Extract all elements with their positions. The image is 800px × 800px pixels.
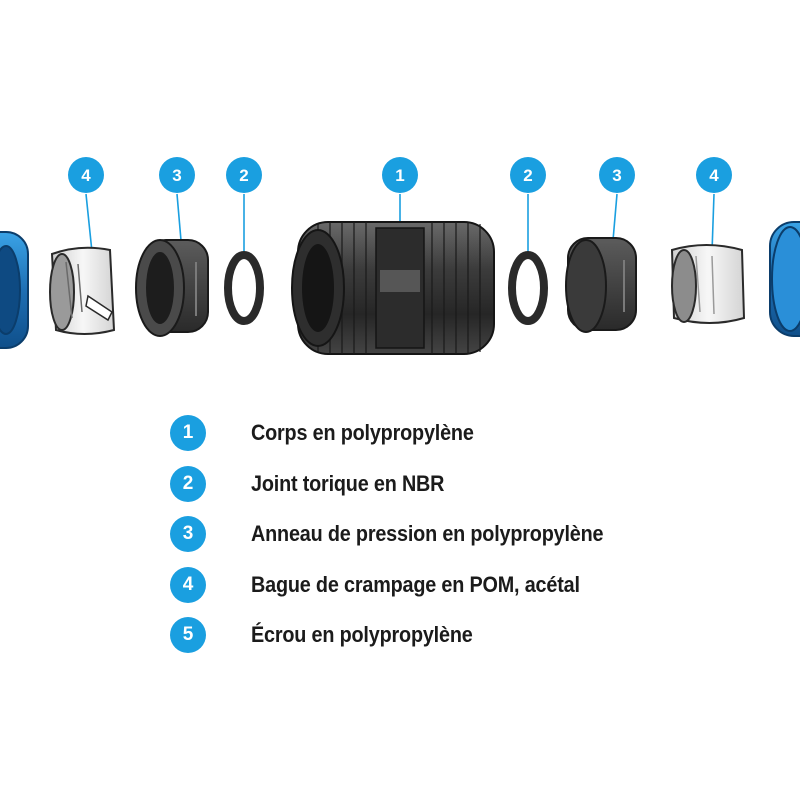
legend-badge: 5	[170, 617, 206, 654]
legend-item: 3 Anneau de pression en polypropylène	[170, 509, 643, 560]
legend-badge: 1	[170, 415, 206, 452]
legend-item: 2 Joint torique en NBR	[170, 459, 643, 510]
body	[291, 221, 495, 355]
callout-badge: 2	[226, 157, 262, 193]
callout-number: 1	[395, 166, 404, 185]
callout-number: 4	[81, 166, 91, 185]
callout-number: 2	[239, 166, 248, 185]
legend-badge: 2	[170, 465, 206, 502]
clamp-ring-right	[670, 244, 746, 324]
legend-number: 1	[182, 422, 194, 444]
nut-right	[769, 221, 800, 337]
callout-badge: 4	[68, 157, 104, 193]
callout-badge: 3	[599, 157, 635, 193]
nut-left	[0, 231, 29, 349]
legend-item: 4 Bague de crampage en POM, acétal	[170, 560, 643, 611]
callout-number: 4	[709, 166, 719, 185]
legend-number: 2	[182, 472, 194, 494]
legend-label: Joint torique en NBR	[251, 470, 445, 496]
callout-number: 3	[172, 166, 181, 185]
callout-badge: 3	[159, 157, 195, 193]
callout-number: 2	[523, 166, 532, 185]
legend-label: Écrou en polypropylène	[251, 622, 473, 648]
o-ring-left	[224, 251, 264, 325]
callout-badges: 4 3 2 1 2 3 4	[68, 157, 732, 193]
callout-badge: 1	[382, 157, 418, 193]
legend-label: Anneau de pression en polypropylène	[251, 521, 604, 547]
callout-badge: 4	[696, 157, 732, 193]
legend-number: 3	[182, 523, 194, 545]
legend-badge: 4	[170, 566, 206, 603]
legend-label: Bague de crampage en POM, acétal	[251, 571, 580, 597]
leader-line	[711, 193, 715, 253]
legend-item: 5 Écrou en polypropylène	[170, 610, 643, 661]
legend-item: 1 Corps en polypropylène	[170, 408, 643, 459]
clamp-ring-left	[49, 246, 116, 335]
o-ring-right	[508, 251, 548, 325]
leader-line	[85, 193, 93, 253]
parts-legend: 1 Corps en polypropylène 2 Joint torique…	[170, 408, 643, 661]
leader-lines	[85, 193, 715, 256]
callout-number: 3	[612, 166, 621, 185]
legend-label: Corps en polypropylène	[251, 420, 474, 446]
pressure-ring-left	[135, 239, 209, 337]
legend-badge: 3	[170, 516, 206, 553]
pressure-ring-right	[565, 237, 637, 333]
legend-number: 4	[182, 573, 194, 595]
legend-number: 5	[182, 624, 194, 646]
callout-badge: 2	[510, 157, 546, 193]
